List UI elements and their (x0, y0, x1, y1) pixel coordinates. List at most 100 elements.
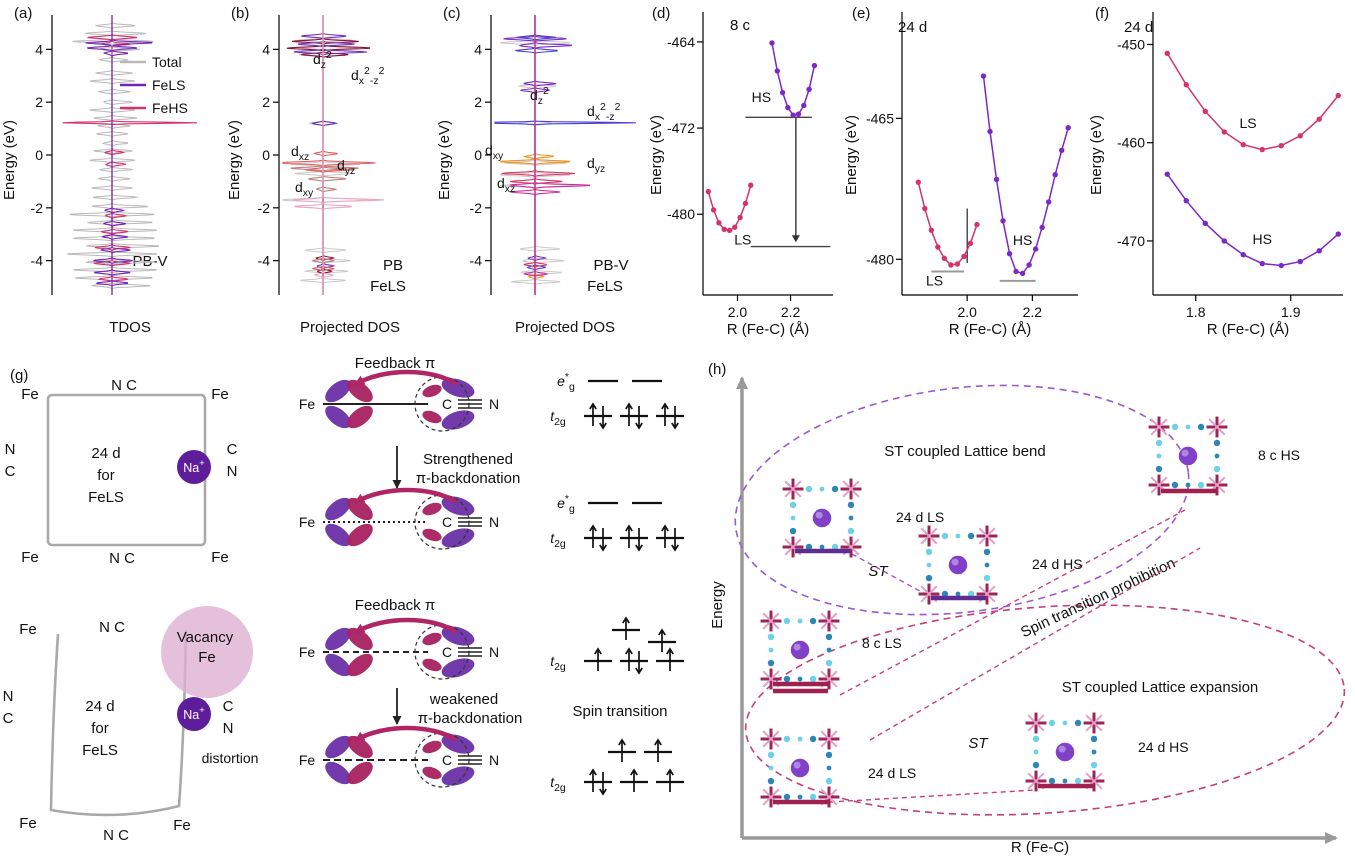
x-axis-label: Projected DOS (515, 319, 615, 336)
panel-letter: (a) (14, 5, 32, 22)
feedback-arrow (354, 487, 458, 504)
c-atom: C (442, 514, 452, 530)
legend-label: FeHS (152, 100, 188, 116)
panel-letter: (g) (10, 367, 28, 384)
svg-text:HS: HS (752, 89, 771, 105)
edge-label: N C (109, 550, 135, 567)
st-label: ST (868, 563, 889, 580)
panel-letter: (f) (1095, 5, 1109, 22)
prohibition-line (869, 547, 1201, 741)
fe-atom: Fe (299, 396, 316, 412)
feedback-pi-label: Feedback π (355, 355, 435, 372)
lattice-ideal: Fe Fe Fe Fe N C N C N C C N 24 d for FeL… (5, 377, 238, 567)
fe-atom: Fe (299, 752, 316, 768)
st-label: ST (968, 735, 989, 752)
legend-label: Total (152, 54, 182, 70)
site-label: for (97, 467, 115, 484)
svg-text:0: 0 (35, 147, 43, 163)
orbital-label: dz2 (530, 85, 549, 107)
state-label: 24 d HS (1032, 556, 1083, 572)
orbital-label: dxz (497, 175, 515, 195)
panel-letter: (e) (852, 5, 870, 22)
edge-label: N C (99, 619, 125, 636)
fe-corner: Fe (173, 817, 191, 834)
tdos-plot: 420-2-4 (31, 15, 198, 295)
svg-text:-4: -4 (258, 253, 271, 269)
y-axis-label: Energy (eV) (843, 115, 860, 195)
panel-a-tdos: (a) Energy (eV) TDOS PB-V 420-2-4 TotalF… (1, 5, 198, 336)
svg-text:1.8: 1.8 (1186, 304, 1206, 320)
svg-text:-472: -472 (667, 120, 695, 136)
svg-text:LS: LS (926, 273, 943, 289)
orbital-label: dxy (295, 179, 314, 199)
bend-region-label: ST coupled Lattice bend (884, 443, 1046, 460)
panel-d-energy-8c: (d) 8 c Energy (eV) R (Fe-C) (Å) -464-47… (648, 5, 833, 338)
edge-label: N (227, 463, 238, 480)
site-label: 24 d (91, 445, 120, 462)
svg-text:-480: -480 (866, 251, 894, 267)
orbital-label: dyz (587, 155, 605, 175)
y-axis-label: Energy (709, 581, 726, 629)
process-label: π-backdonation (418, 710, 523, 727)
plot-title: 24 d (898, 19, 927, 36)
svg-text:-465: -465 (866, 110, 894, 126)
svg-text:-4: -4 (31, 253, 44, 269)
svg-text:0: 0 (262, 147, 270, 163)
fe-corner: Fe (19, 621, 37, 638)
edge-label: N C (103, 827, 129, 844)
panel-f-energy-24d: (f) 24 d Energy (eV) R (Fe-C) (Å) -450-4… (1088, 5, 1343, 338)
orbital-label: dz2 (313, 49, 332, 71)
svg-text:4: 4 (35, 41, 43, 57)
fe-corner: Fe (21, 549, 39, 566)
svg-text:-2: -2 (258, 200, 271, 216)
c-atom: C (442, 396, 452, 412)
svg-text:LS: LS (734, 231, 751, 247)
process-label: π-backdonation (416, 470, 521, 487)
st-connector (829, 789, 1037, 803)
n-atom: N (489, 644, 499, 660)
orbital-label: dxy (485, 142, 504, 162)
orbital-label: dxz (291, 143, 309, 163)
y-axis-label: Energy (eV) (226, 120, 243, 200)
x-axis-label: R (Fe-C) (Å) (949, 321, 1032, 338)
legend-label: FeLS (152, 77, 185, 93)
panel-b-pdos: (b) Energy (eV) Projected DOS PB FeLS 42… (226, 5, 406, 336)
prohibition-line (839, 509, 1186, 696)
c-atom: C (442, 752, 452, 768)
feedback-pi-label: Feedback π (355, 597, 435, 614)
svg-text:-480: -480 (667, 206, 695, 222)
sodium-ion (177, 450, 211, 484)
edge-label: C (227, 441, 238, 458)
x-axis-label: R (Fe-C) (Å) (727, 321, 810, 338)
t2g-label: t2g (550, 774, 566, 794)
framework-structure (918, 525, 998, 605)
panel-letter: (h) (708, 361, 726, 378)
orbital-label: dx2-z2 (587, 101, 621, 123)
n-atom: N (489, 514, 499, 530)
edge-label: C (3, 710, 14, 727)
state-label: 24 d LS (896, 509, 944, 525)
svg-text:0: 0 (474, 147, 482, 163)
svg-text:2.0: 2.0 (728, 304, 748, 320)
svg-text:-2: -2 (470, 200, 483, 216)
svg-text:LS: LS (1239, 115, 1256, 131)
vacancy-label: Fe (198, 649, 216, 666)
edge-label: C (223, 698, 234, 715)
orbital-label: dx2-z2 (351, 65, 385, 87)
pdos-plot: 420-2-4 (470, 15, 636, 295)
level-diagram: t2g (550, 616, 684, 675)
level-diagram: t2g (550, 738, 684, 796)
svg-text:2.0: 2.0 (957, 304, 977, 320)
x-axis-label: R (Fe-C) (1011, 839, 1069, 856)
feedback-arrow (354, 725, 458, 742)
svg-text:-460: -460 (1117, 135, 1145, 151)
process-label: Strengthened (423, 451, 513, 468)
svg-text:HS: HS (1253, 231, 1272, 247)
